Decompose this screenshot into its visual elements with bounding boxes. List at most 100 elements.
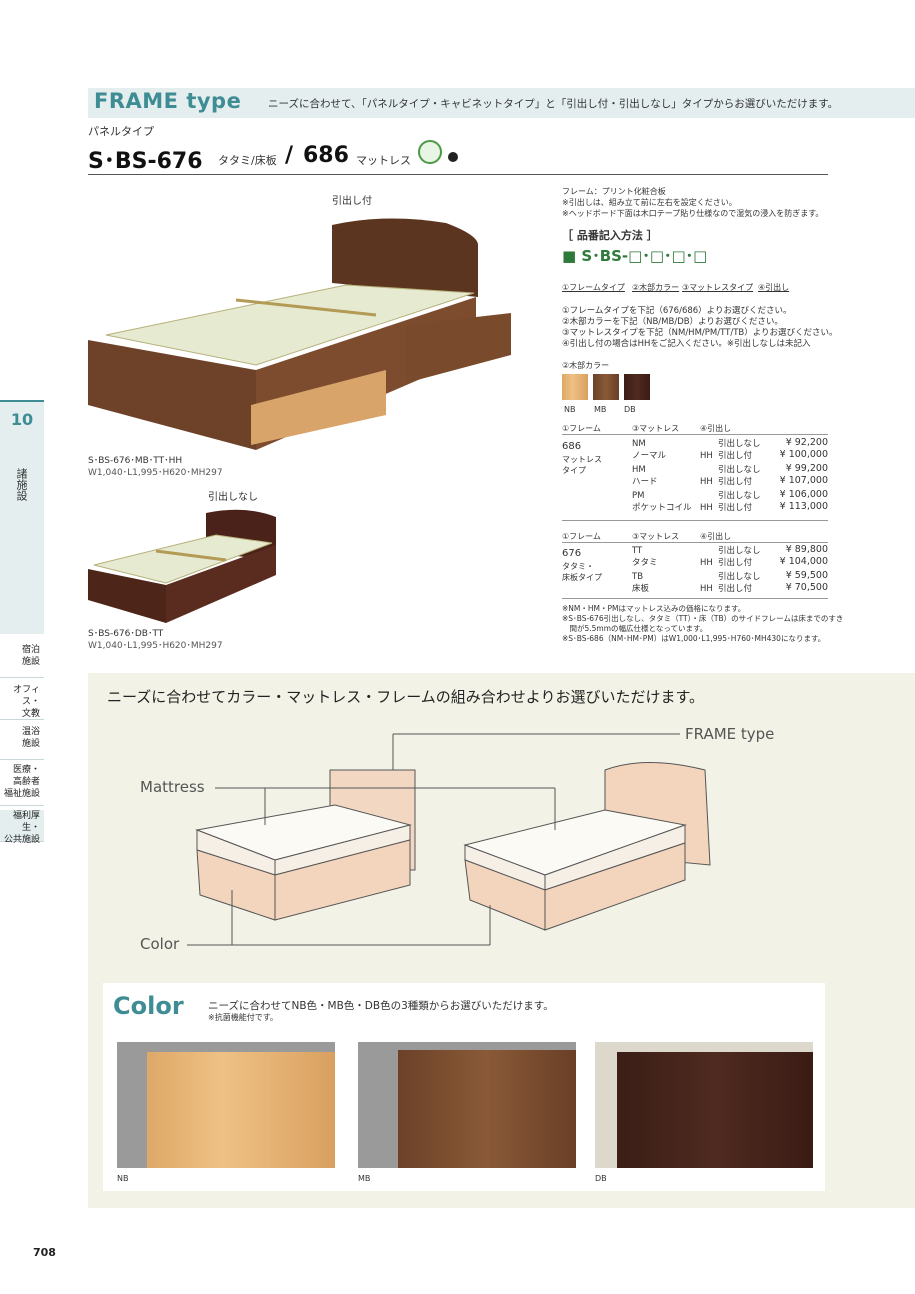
row-code: NM	[632, 439, 646, 449]
header-band	[88, 88, 915, 118]
table686-header-rule	[562, 434, 828, 435]
caption2-size: W1,040･L1,995･H620･MH297	[88, 641, 223, 651]
color-desc: ニーズに合わせてNB色・MB色・DB色の3種類からお選びいただけます。	[208, 1000, 554, 1012]
row-option-none: 引出しなし	[718, 572, 761, 582]
row-name: ノーマル	[632, 451, 667, 461]
combo-heading: ニーズに合わせてカラー・マットレス・フレームの組み合わせよりお選びいただけます。	[107, 688, 705, 706]
color-photo-mb	[358, 1042, 576, 1168]
title-divider	[88, 174, 828, 175]
row-hh: HH	[700, 451, 713, 461]
row-code: PM	[632, 491, 645, 501]
order-instruction-1: ①フレームタイプを下記（676/686）よりお選びください。	[562, 306, 792, 316]
table676-h2: ③マットレス	[632, 532, 680, 541]
row-price-drawer: ¥ 104,000	[779, 556, 828, 567]
model-b-note: マットレス	[356, 154, 411, 167]
row-hh: HH	[700, 584, 713, 594]
table676-frame: 676	[562, 548, 582, 559]
combination-illustration	[187, 733, 711, 946]
table686-h1: ①フレーム	[562, 424, 601, 433]
category-label: パネルタイプ	[88, 125, 154, 138]
row-price-drawer: ¥ 113,000	[779, 501, 828, 512]
swatch-db	[624, 374, 650, 400]
note-bottom-3: 間が5.5mmの幅広仕様となっています。	[562, 624, 708, 633]
sidebar-item-lodging[interactable]: 宿泊 施設	[0, 644, 44, 678]
order-part-3: ③マットレスタイプ	[682, 283, 754, 292]
model-slash: /	[285, 143, 294, 168]
row-name: ポケットコイル	[632, 503, 692, 513]
caption1-name: S･BS-676･MB･TT･HH	[88, 456, 183, 466]
bed-with-drawer-image	[88, 218, 511, 450]
wood-color-heading: ②木部カラー	[562, 361, 610, 370]
color-photo-db	[595, 1042, 813, 1168]
caption2-name: S･BS-676･DB･TT	[88, 629, 164, 639]
combo-label-color: Color	[140, 935, 180, 953]
header-subtitle: ニーズに合わせて、「パネルタイプ・キャビネットタイプ」と「引出し付・引出しなし」…	[268, 98, 839, 110]
color-photo-nb	[117, 1042, 335, 1168]
note-bottom-2: ※S･BS-676引出しなし、タタミ（TT）・床（TB）のサイドフレームは床まで…	[562, 614, 844, 623]
order-instruction-2: ②木部カラーを下記（NB/MB/DB）よりお選びください。	[562, 317, 783, 327]
color-label-mb: MB	[358, 1174, 371, 1183]
row-option-drawer: 引出し付	[718, 558, 753, 568]
row-option-none: 引出しなし	[718, 465, 761, 475]
row-option-drawer: 引出し付	[718, 503, 753, 513]
order-part-2: ②木部カラー	[632, 283, 680, 292]
row-price-none: ¥ 59,500	[785, 570, 828, 581]
header-title: FRAME type	[94, 89, 242, 113]
table676-bottom-rule	[562, 598, 828, 599]
model-a: S･BS-676	[88, 149, 203, 174]
table686-frame-desc1: マットレス	[562, 455, 602, 464]
sidebar-item-office[interactable]: オフィス・ 文教	[0, 684, 44, 720]
row-price-drawer: ¥ 100,000	[779, 449, 828, 460]
row-option-drawer: 引出し付	[718, 477, 753, 487]
table676-frame-desc2: 床板タイプ	[562, 573, 602, 582]
order-instruction-4: ④引出し付の場合はHHをご記入ください。※引出しなしは未記入	[562, 339, 811, 349]
swatch-mb-label: MB	[594, 405, 607, 414]
sidebar-item-bath[interactable]: 温浴 施設	[0, 726, 44, 760]
row-option-drawer: 引出し付	[718, 451, 753, 461]
order-code: ■ S･BS-□･□･□･□	[562, 247, 708, 265]
order-heading: ［ 品番記入方法 ］	[562, 229, 658, 242]
table676-top-rule	[562, 520, 828, 521]
model-b: 686	[303, 143, 349, 168]
note-top-2: ※引出しは、組み立て前に左右を設定ください。	[562, 198, 737, 207]
bed-without-drawer-image	[88, 509, 276, 623]
color-title: Color	[113, 992, 184, 1020]
order-instruction-3: ③マットレスタイプを下記（NM/HM/PM/TT/TB）よりお選びください。	[562, 328, 838, 338]
row-price-none: ¥ 89,800	[785, 544, 828, 555]
color-label-db: DB	[595, 1174, 607, 1183]
row-hh: HH	[700, 558, 713, 568]
no-drawer-label: 引出しなし	[208, 492, 258, 503]
row-code: HM	[632, 465, 646, 475]
row-option-none: 引出しなし	[718, 546, 761, 556]
combo-label-frame: FRAME type	[685, 725, 775, 743]
row-price-none: ¥ 92,200	[785, 437, 828, 448]
row-code: TB	[632, 572, 644, 582]
table686-h2: ③マットレス	[632, 424, 680, 433]
model-a-note: タタミ/床板	[218, 154, 277, 167]
sidebar-item-medical[interactable]: 医療・ 高齢者 福祉施設	[0, 764, 44, 806]
drawer-label: 引出し付	[332, 196, 372, 207]
row-price-drawer: ¥ 70,500	[785, 582, 828, 593]
eco-mark-icon	[418, 140, 442, 164]
swatch-nb	[562, 374, 588, 400]
row-name: ハード	[632, 477, 658, 487]
chapter-number[interactable]: 10	[0, 400, 44, 438]
color-label-nb: NB	[117, 1174, 129, 1183]
note-top-1: フレーム：プリント化粧合板	[562, 187, 666, 196]
row-option-none: 引出しなし	[718, 439, 761, 449]
note-top-3: ※ヘッドボード下面は木口テープ貼り仕様なので湿気の浸入を防ぎます。	[562, 209, 824, 218]
table686-h3: ④引出し	[700, 424, 732, 433]
row-code: TT	[632, 546, 643, 556]
swatch-mb	[593, 374, 619, 400]
row-price-none: ¥ 99,200	[785, 463, 828, 474]
sidebar-item-welfare[interactable]: 福利厚生・ 公共施設	[0, 810, 44, 845]
table686-frame: 686	[562, 441, 582, 452]
order-part-1: ①フレームタイプ	[562, 283, 625, 292]
row-name: タタミ	[632, 558, 658, 568]
swatch-db-label: DB	[624, 405, 636, 414]
row-name: 床板	[632, 584, 650, 594]
caption1-size: W1,040･L1,995･H620･MH297	[88, 468, 223, 478]
swatch-nb-label: NB	[564, 405, 576, 414]
order-part-4: ④引出し	[758, 283, 790, 292]
